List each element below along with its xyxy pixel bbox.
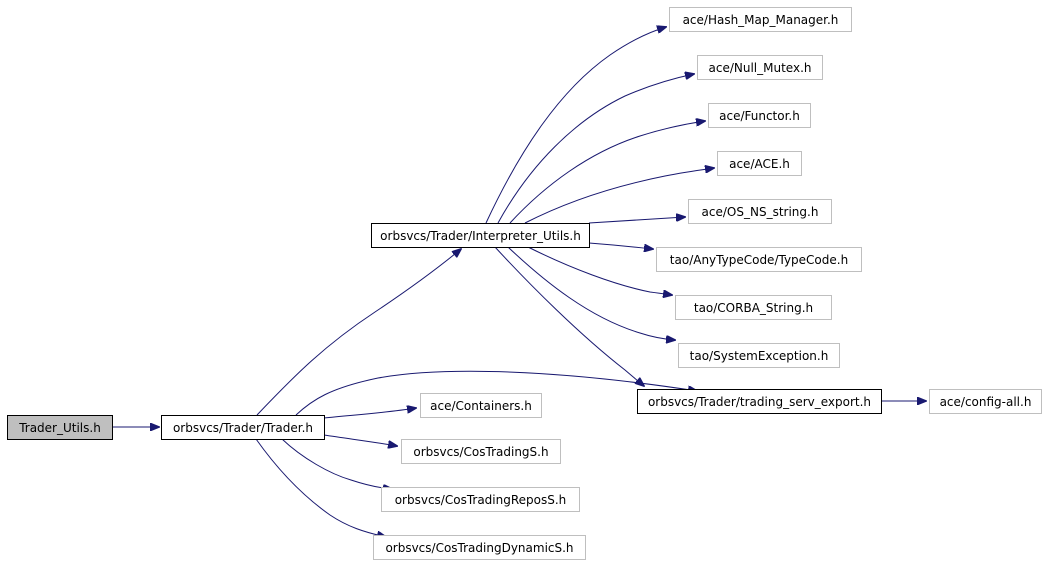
node-typecode: tao/AnyTypeCode/TypeCode.h bbox=[656, 247, 862, 272]
edge-interpreter_utils-to-system_exception bbox=[507, 246, 675, 340]
node-label: ace/OS_NS_string.h bbox=[702, 205, 819, 219]
node-label: ace/Hash_Map_Manager.h bbox=[683, 13, 839, 27]
edges-layer bbox=[112, 27, 926, 537]
node-label: orbsvcs/CosTradingReposS.h bbox=[395, 493, 567, 507]
edge-interpreter_utils-to-typecode bbox=[588, 242, 653, 249]
node-label: ace/Containers.h bbox=[430, 399, 532, 413]
edge-trader-to-cos_trading_repos_s bbox=[281, 438, 392, 489]
node-label: ace/Functor.h bbox=[719, 109, 800, 123]
node-box bbox=[401, 439, 561, 464]
node-box bbox=[708, 103, 811, 128]
edge-interpreter_utils-to-corba_string bbox=[527, 246, 672, 295]
node-hash_map_manager: ace/Hash_Map_Manager.h bbox=[669, 7, 852, 32]
edge-interpreter_utils-to-ace_h bbox=[524, 168, 714, 224]
node-trader_utils[interactable]: Trader_Utils.h bbox=[7, 415, 113, 440]
node-label: orbsvcs/CosTradingS.h bbox=[413, 445, 548, 459]
node-label: orbsvcs/Trader/Interpreter_Utils.h bbox=[380, 229, 581, 243]
node-box bbox=[373, 535, 586, 560]
node-box bbox=[669, 7, 852, 32]
node-label: tao/AnyTypeCode/TypeCode.h bbox=[670, 253, 848, 267]
edge-interpreter_utils-to-functor bbox=[509, 121, 705, 224]
edge-trader-to-cos_trading_dynamic_s bbox=[255, 438, 386, 537]
node-label: Trader_Utils.h bbox=[18, 421, 101, 435]
node-label: orbsvcs/Trader/Trader.h bbox=[173, 421, 313, 435]
node-box bbox=[161, 415, 325, 440]
node-trader[interactable]: orbsvcs/Trader/Trader.h bbox=[161, 415, 325, 440]
node-label: orbsvcs/Trader/trading_serv_export.h bbox=[648, 395, 871, 409]
nodes-layer: Trader_Utils.h orbsvcs/Trader/Trader.h orb… bbox=[7, 7, 1042, 560]
node-cos_trading_repos_s: orbsvcs/CosTradingReposS.h bbox=[381, 487, 580, 512]
node-box bbox=[381, 487, 580, 512]
edge-interpreter_utils-to-trading_serv_export bbox=[494, 246, 644, 386]
edge-trader-to-trading_serv_export bbox=[295, 370, 697, 416]
edge-trader-to-containers bbox=[323, 408, 416, 419]
node-os_ns_string: ace/OS_NS_string.h bbox=[688, 199, 832, 224]
node-box bbox=[929, 389, 1042, 414]
node-system_exception: tao/SystemException.h bbox=[678, 343, 840, 368]
node-interpreter_utils[interactable]: orbsvcs/Trader/Interpreter_Utils.h bbox=[371, 223, 590, 248]
node-label: tao/CORBA_String.h bbox=[694, 301, 813, 315]
node-functor: ace/Functor.h bbox=[708, 103, 811, 128]
node-box bbox=[675, 295, 832, 320]
node-box bbox=[7, 415, 113, 440]
node-box bbox=[697, 55, 823, 80]
node-box bbox=[371, 223, 590, 248]
node-box bbox=[656, 247, 862, 272]
node-null_mutex: ace/Null_Mutex.h bbox=[697, 55, 823, 80]
node-config_all: ace/config-all.h bbox=[929, 389, 1042, 414]
node-trading_serv_export[interactable]: orbsvcs/Trader/trading_serv_export.h bbox=[637, 389, 882, 414]
node-corba_string: tao/CORBA_String.h bbox=[675, 295, 832, 320]
node-label: tao/SystemException.h bbox=[690, 349, 829, 363]
node-cos_trading_dynamic_s: orbsvcs/CosTradingDynamicS.h bbox=[373, 535, 586, 560]
node-label: ace/ACE.h bbox=[729, 157, 790, 171]
edge-trader-to-cos_trading_s bbox=[323, 434, 397, 446]
edge-interpreter_utils-to-hash_map_manager bbox=[485, 27, 666, 224]
node-box bbox=[420, 393, 542, 418]
node-box bbox=[678, 343, 840, 368]
node-label: ace/config-all.h bbox=[940, 395, 1032, 409]
edge-interpreter_utils-to-os_ns_string bbox=[588, 217, 685, 224]
node-box bbox=[688, 199, 832, 224]
node-label: orbsvcs/CosTradingDynamicS.h bbox=[385, 541, 573, 555]
node-cos_trading_s: orbsvcs/CosTradingS.h bbox=[401, 439, 561, 464]
edge-trader-to-interpreter_utils bbox=[256, 249, 461, 416]
node-ace_h: ace/ACE.h bbox=[717, 151, 802, 176]
node-label: ace/Null_Mutex.h bbox=[709, 61, 812, 75]
edge-interpreter_utils-to-null_mutex bbox=[497, 74, 694, 224]
node-box bbox=[637, 389, 882, 414]
node-containers: ace/Containers.h bbox=[420, 393, 542, 418]
node-box bbox=[717, 151, 802, 176]
